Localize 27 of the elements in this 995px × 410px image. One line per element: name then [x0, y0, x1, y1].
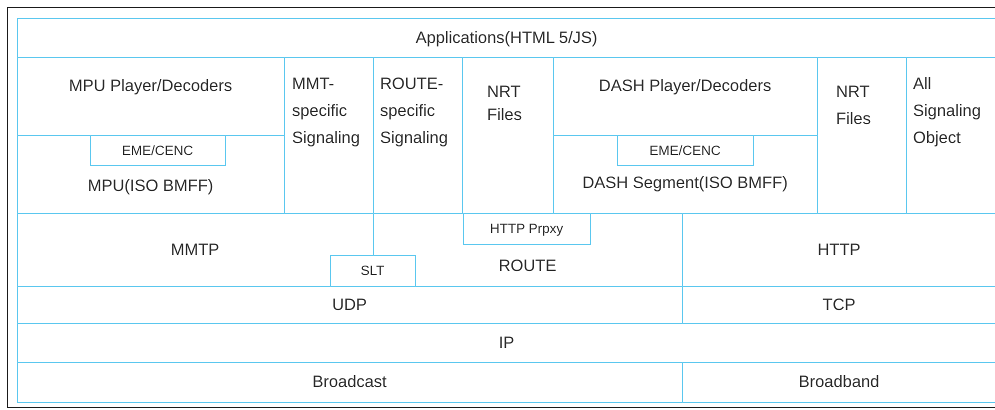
layer-label: MMTP [170, 240, 220, 261]
layer-label: All Signaling Object [913, 74, 982, 149]
layer-box [17, 362, 683, 403]
layer-label: DASH Player/Decoders [598, 76, 772, 97]
layer-label: MPU(ISO BMFF) [86, 176, 214, 197]
layer-label: HTTP Prpxy [488, 220, 564, 238]
layer-box [330, 255, 416, 287]
layer-label: HTTP [816, 240, 862, 261]
layer-label: Broadcast [311, 372, 388, 393]
layer-label: NRT Files [487, 82, 523, 126]
layer-label: SLT [360, 262, 386, 280]
layer-label: MMT- specific Signaling [292, 74, 361, 149]
layer-label: IP [498, 333, 516, 354]
layer-label: MPU Player/Decoders [68, 76, 234, 97]
layer-label: TCP [822, 295, 856, 316]
layer-label: UDP [331, 295, 368, 316]
layer-label: NRT Files [836, 82, 872, 130]
sub-layer-box [90, 134, 226, 166]
sub-layer-box [617, 134, 754, 166]
layer-label: EME/CENC [648, 142, 722, 160]
layer-label: Applications(HTML 5/JS) [414, 28, 598, 49]
sub-layer-box [463, 212, 591, 244]
layer-label: EME/CENC [120, 142, 194, 160]
layer-label: ROUTE- specific Signaling [380, 74, 449, 149]
layer-box [17, 18, 995, 58]
layer-label: DASH Segment(ISO BMFF) [581, 173, 789, 194]
layer-label: Broadband [798, 372, 880, 393]
